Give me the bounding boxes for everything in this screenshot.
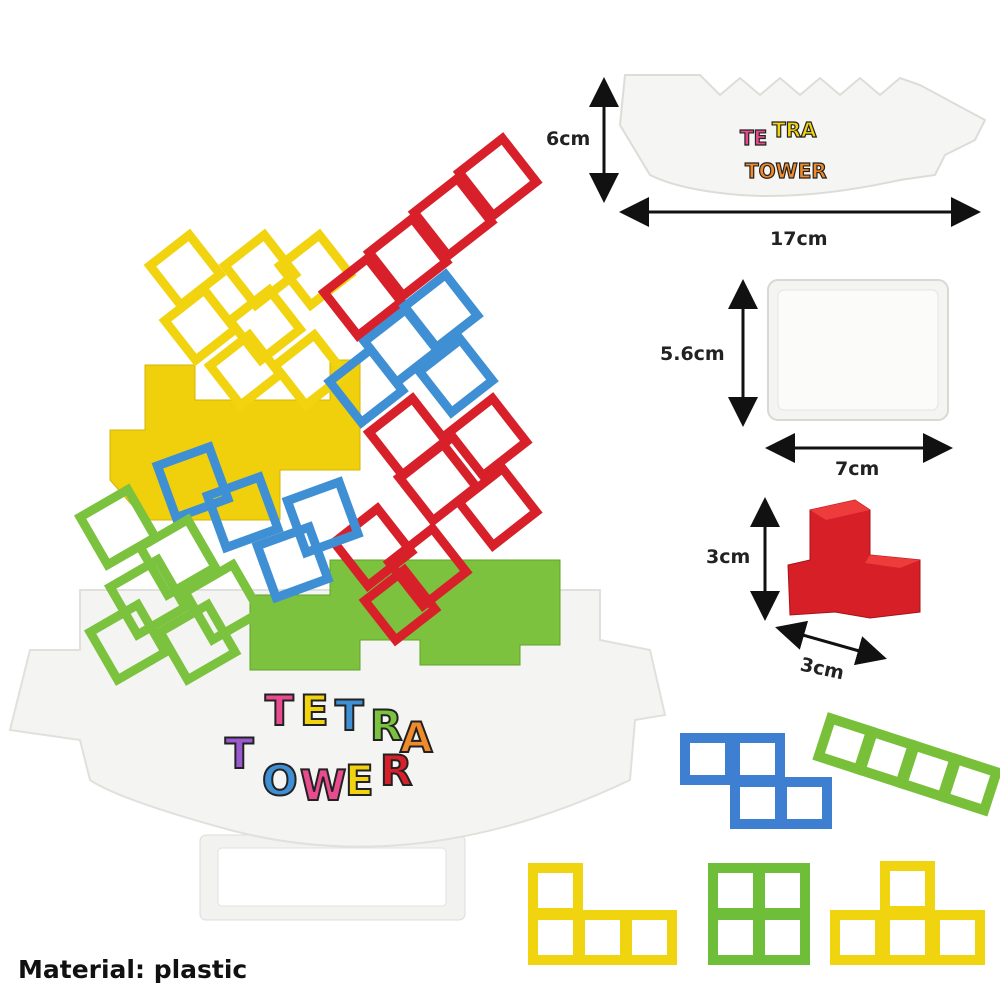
- stand-width-label: 7cm: [835, 458, 880, 480]
- solid-green-block: [249, 559, 561, 671]
- loose-pieces: [528, 712, 1000, 965]
- svg-text:A: A: [400, 713, 433, 762]
- base-width-label: 17cm: [770, 228, 828, 250]
- base-height-label: 6cm: [546, 128, 591, 150]
- svg-text:TE: TE: [740, 126, 767, 150]
- base-piece: [618, 74, 987, 197]
- svg-text:R: R: [370, 701, 402, 750]
- svg-text:E: E: [345, 756, 374, 805]
- solid-yellow-block: [109, 359, 361, 521]
- svg-text:O: O: [262, 756, 298, 805]
- svg-text:E: E: [300, 686, 329, 735]
- base-dimension-figure: TE TRA TOWER: [589, 74, 987, 227]
- red-outline-block-middle: [327, 392, 543, 647]
- loose-yellow-t-piece: [830, 861, 985, 965]
- svg-text:TRA: TRA: [772, 118, 817, 142]
- red-block-piece: [787, 499, 921, 619]
- svg-text:T: T: [265, 686, 294, 735]
- stand-dimension-figure: [728, 279, 953, 463]
- blue-outline-block-upper: [323, 268, 499, 429]
- block-height-label: 3cm: [706, 546, 751, 568]
- assembled-tower: T E T R A T O W E R: [8, 132, 667, 921]
- material-caption: Material: plastic: [18, 955, 248, 984]
- blue-outline-block-lower: [151, 441, 364, 604]
- svg-text:T: T: [335, 691, 364, 740]
- tetra-tower-logo: T E T R A T O W E R: [224, 685, 434, 811]
- yellow-outline-block: [143, 228, 357, 412]
- loose-blue-piece: [680, 733, 832, 829]
- svg-text:T: T: [225, 729, 254, 778]
- green-outline-block: [73, 483, 267, 686]
- loose-green-square-piece: [708, 863, 810, 965]
- stand-height-label: 5.6cm: [660, 343, 725, 365]
- loose-green-piece: [812, 712, 1000, 817]
- svg-text:W: W: [300, 761, 346, 810]
- svg-text:R: R: [380, 746, 412, 795]
- loose-yellow-l-piece: [528, 863, 677, 965]
- red-outline-block-top: [317, 132, 543, 343]
- block-dimension-figure: [750, 497, 921, 666]
- svg-text:TOWER: TOWER: [745, 159, 827, 183]
